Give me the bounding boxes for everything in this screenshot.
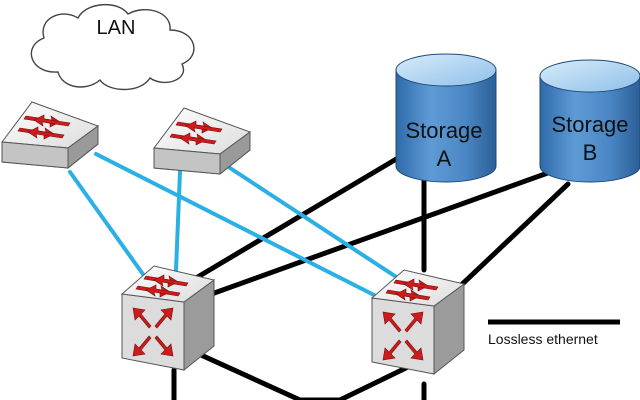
link-core2-storage-b <box>453 181 571 293</box>
legend: Lossless ethernet <box>488 319 620 347</box>
link-edge2-core1 <box>174 170 182 272</box>
database-cylinder-icon <box>539 59 640 183</box>
storage-b[interactable]: Storage B <box>539 59 640 183</box>
legend-label: Lossless ethernet <box>488 331 598 347</box>
link-edge1-core1 <box>68 170 152 286</box>
lossless-links <box>171 155 571 400</box>
link-edge2-core2 <box>228 166 406 284</box>
edge-switch-1[interactable] <box>1 101 99 169</box>
core-switch-1[interactable] <box>121 265 215 371</box>
lan-cloud: LAN <box>30 3 195 91</box>
cloud-label: LAN <box>97 17 136 39</box>
link-core1-core2-lower <box>187 347 413 400</box>
cloud-icon <box>30 3 195 91</box>
database-cylinder-icon <box>395 53 497 183</box>
storage-b-label-line1: Storage <box>551 112 628 137</box>
link-core1-storage-b <box>203 167 559 299</box>
router-switch-icon <box>121 265 215 371</box>
storage-a[interactable]: Storage A <box>395 53 497 183</box>
edge-switch-2[interactable] <box>153 107 251 175</box>
link-core1-storage-a <box>193 155 401 281</box>
switch-icon <box>1 101 99 169</box>
lan-links <box>68 152 406 298</box>
router-switch-icon <box>371 269 465 375</box>
switch-icon <box>153 107 251 175</box>
storage-b-label-line2: B <box>583 140 598 165</box>
core-switch-2[interactable] <box>371 269 465 375</box>
storage-a-label-line2: A <box>437 146 452 171</box>
link-edge1-core2 <box>94 152 378 298</box>
storage-a-label-line1: Storage <box>405 118 482 143</box>
